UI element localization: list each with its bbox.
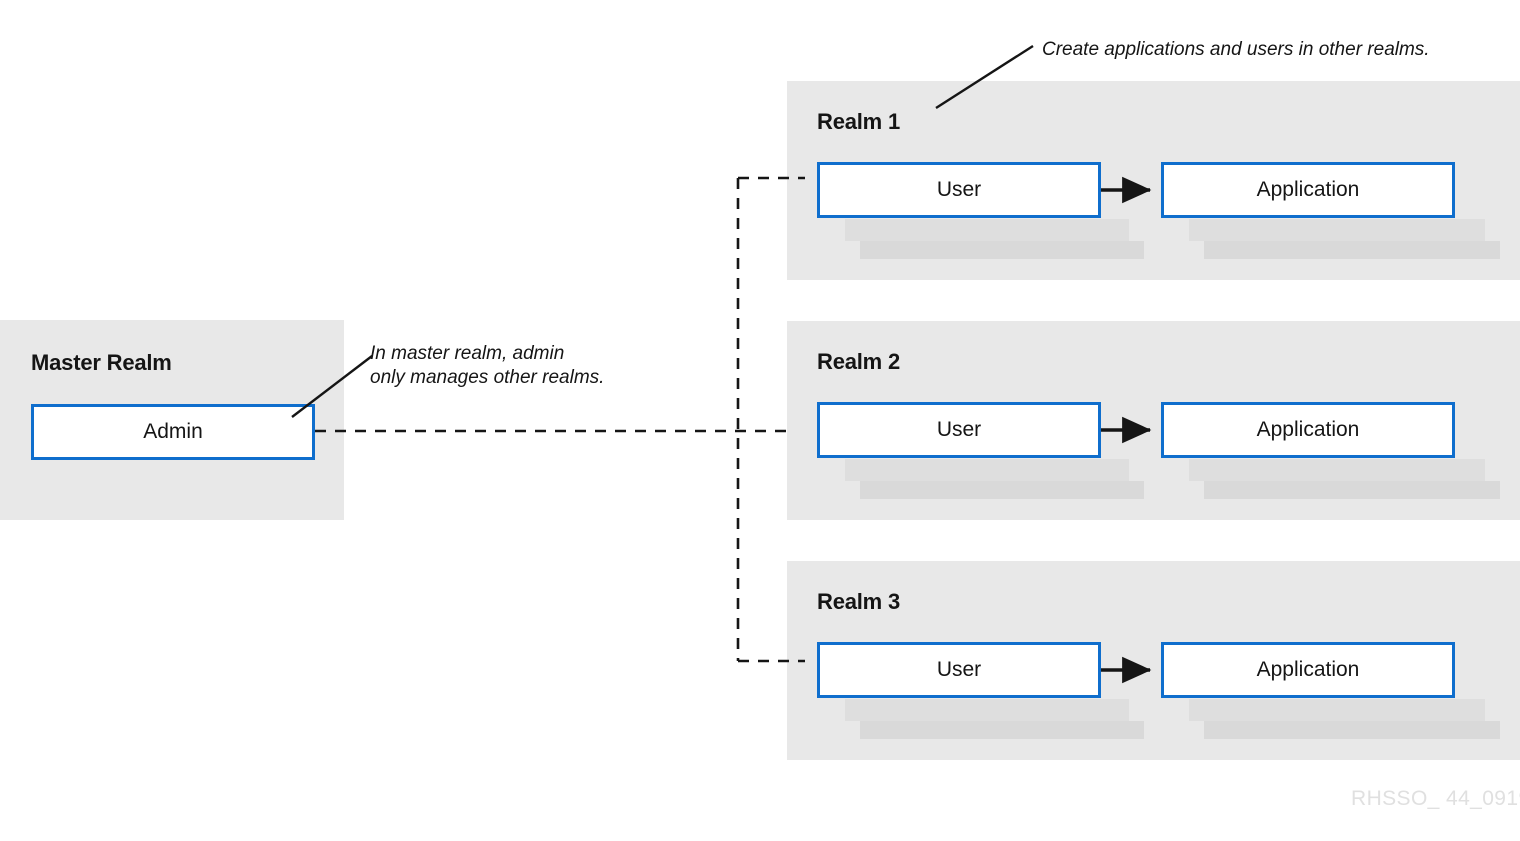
admin-to-realms-connector — [315, 176, 805, 663]
master-realm-title: Master Realm — [31, 350, 172, 375]
admin-node-label: Admin — [143, 420, 203, 443]
realm-2-title: Realm 2 — [817, 349, 900, 374]
realm-3-application-label: Application — [1256, 658, 1360, 681]
realm-1-application-stack-front — [1204, 241, 1500, 259]
realm-1-annotation: Create applications and users in other r… — [1042, 39, 1430, 60]
realm-1-application[interactable]: Application — [1161, 162, 1455, 218]
realm-2-application-label: Application — [1256, 418, 1360, 441]
realm-2-application-stack-front — [1204, 481, 1500, 499]
realm-1-user[interactable]: User — [817, 162, 1101, 218]
realm-2-user-label: User — [936, 418, 982, 441]
realm-2-user-stack-front — [860, 481, 1144, 499]
realm-3-user-label: User — [936, 658, 982, 681]
realm-1-user-stack-back — [845, 219, 1129, 241]
realm-2-user-stack-back — [845, 459, 1129, 481]
master-realm-annotation: In master realm, admin only manages othe… — [370, 343, 605, 389]
realm-3-application-stack-front — [1204, 721, 1500, 739]
realm-1-title: Realm 1 — [817, 109, 900, 134]
realm-3-application-stack-back — [1189, 699, 1485, 721]
admin-node[interactable]: Admin — [31, 404, 315, 460]
realm-3-application[interactable]: Application — [1161, 642, 1455, 698]
realm-1-application-stack-back — [1189, 219, 1485, 241]
watermark: RHSSO_ 44_0919 — [1351, 787, 1520, 810]
realm-3-user-stack-back — [845, 699, 1129, 721]
realm-1-user-stack-front — [860, 241, 1144, 259]
realm-2-application[interactable]: Application — [1161, 402, 1455, 458]
realm-3-user[interactable]: User — [817, 642, 1101, 698]
realm-3-title: Realm 3 — [817, 589, 900, 614]
realm-3-user-stack-front — [860, 721, 1144, 739]
realm-2-application-stack-back — [1189, 459, 1485, 481]
realm-2-user[interactable]: User — [817, 402, 1101, 458]
realm-1-user-label: User — [936, 178, 982, 201]
realm-1-application-label: Application — [1256, 178, 1360, 201]
